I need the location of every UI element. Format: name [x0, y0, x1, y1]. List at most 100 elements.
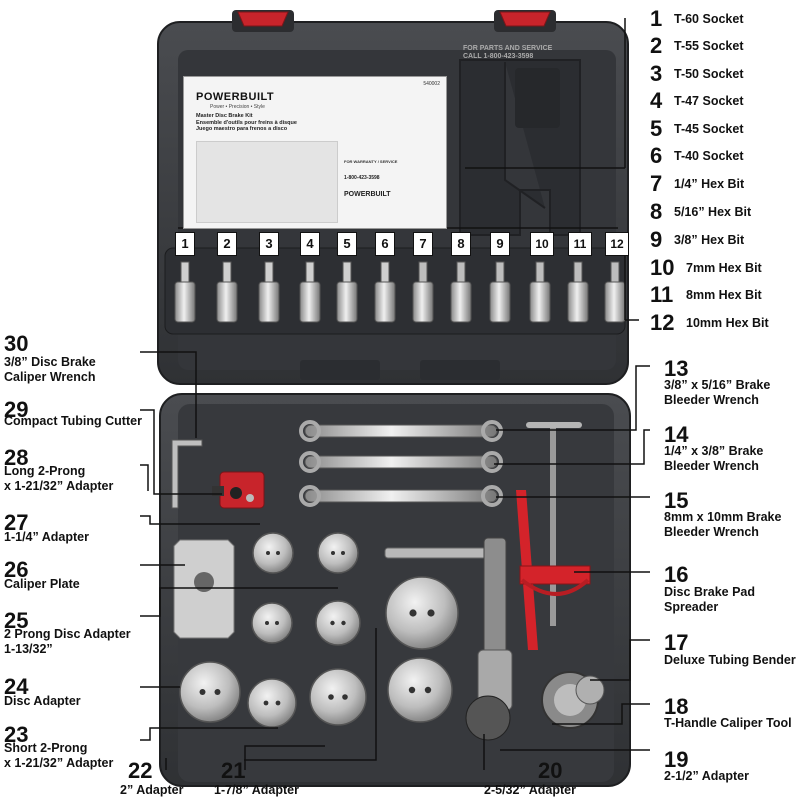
socket-bit [374, 261, 396, 323]
slot-number: 12 [605, 232, 629, 256]
callout-number: 16 [664, 562, 689, 587]
callout-label: 5/16” Hex Bit [674, 204, 752, 219]
callout-number: 25 [4, 608, 29, 633]
socket-bit [336, 261, 358, 323]
callout-row: 2 T-55 Socket [650, 35, 743, 59]
callout-number: 12 [650, 310, 675, 335]
callout-label: 2-1/2” Adapter [664, 769, 749, 783]
callout-row: 6 T-40 Socket [650, 145, 743, 169]
callout-row: 11 8mm Hex Bit [650, 284, 762, 308]
slot-number: 2 [217, 232, 237, 256]
caliper-wrench [171, 439, 203, 509]
callout-number: 11 [650, 282, 674, 307]
adapter-disc [252, 532, 294, 574]
callout-number: 19 [664, 747, 689, 772]
tubing-cutter [212, 471, 265, 509]
lid-latches[interactable] [237, 11, 551, 27]
callout-number: 2 [650, 33, 663, 58]
callout-number: 7 [650, 171, 663, 196]
socket-bit [529, 261, 551, 323]
slot-number: 10 [530, 232, 554, 256]
callout-number: 9 [650, 227, 663, 252]
tubing-bender [541, 671, 605, 729]
callout-label: T-60 Socket [674, 11, 744, 26]
cup-adapter [465, 695, 511, 741]
callout-label: 3/8” Hex Bit [674, 232, 745, 247]
callout-number: 28 [4, 445, 29, 470]
brand-small: POWERBUILT [344, 191, 391, 198]
callout-number: 26 [4, 557, 29, 582]
callout-row: 8 5/16” Hex Bit [650, 201, 751, 225]
callout-label: Deluxe Tubing Bender [664, 653, 796, 667]
socket-bit [412, 261, 434, 323]
adapter-disc [387, 657, 453, 723]
slot-number: 5 [337, 232, 357, 256]
callout-number: 8 [650, 199, 663, 224]
callout-number: 14 [664, 422, 689, 447]
warning-text [320, 99, 440, 143]
socket-bit [489, 261, 511, 323]
callout-row: 4 T-47 Socket [650, 90, 743, 114]
callout-number: 22 [128, 758, 153, 783]
callout-label: Caliper Plate [4, 577, 80, 591]
callout-label: 1/4” Hex Bit [674, 176, 745, 191]
callout-label: 2-5/32” Adapter [484, 783, 576, 797]
callout-number: 6 [650, 143, 663, 168]
slot-number: 11 [568, 232, 592, 256]
callout-label: T-47 Socket [674, 93, 744, 108]
callout-number: 30 [4, 331, 29, 356]
callout-label: Compact Tubing Cutter [4, 414, 142, 428]
socket-bit [299, 261, 321, 323]
part-number: 540002 [423, 81, 440, 87]
socket-bit [258, 261, 280, 323]
callout-number: 21 [221, 758, 246, 783]
callout-label: 2” Adapter [120, 783, 184, 797]
brand-tagline: Power • Precision • Style [210, 104, 265, 110]
callout-label: Disc Adapter [4, 694, 81, 708]
callout-number: 10 [650, 255, 675, 280]
adapter-disc [179, 661, 241, 723]
callout-number: 3 [650, 61, 663, 86]
t-handle-caliper-tool [384, 537, 513, 729]
brand-logo: POWERBUILT [196, 91, 275, 103]
socket-bit [567, 261, 589, 323]
slot-number: 3 [259, 232, 279, 256]
adapter-disc [317, 532, 359, 574]
slot-number: 4 [300, 232, 320, 256]
bleeder-wrenches [299, 420, 503, 507]
callout-number: 20 [538, 758, 563, 783]
callout-number: 23 [4, 722, 29, 747]
callout-number: 18 [664, 694, 689, 719]
callout-label: 8mm Hex Bit [686, 287, 762, 302]
warranty-heading: FOR WARRANTY / SERVICE [344, 159, 398, 164]
socket-bit [174, 261, 196, 323]
callout-label: T-55 Socket [674, 38, 744, 53]
callout-row: 9 3/8” Hex Bit [650, 229, 744, 253]
callout-number: 4 [650, 88, 663, 113]
service-info: FOR PARTS AND SERVICE CALL 1-800-423-359… [463, 45, 553, 60]
callout-number: 13 [664, 356, 689, 381]
callout-label: T-Handle Caliper Tool [664, 716, 792, 730]
slot-number: 8 [451, 232, 471, 256]
callout-label: T-45 Socket [674, 121, 744, 136]
product-label-card: 540002 POWERBUILT Power • Precision • St… [183, 76, 447, 229]
callout-label: 1-7/8” Adapter [214, 783, 299, 797]
socket-bit [450, 261, 472, 323]
callout-label: T-40 Socket [674, 148, 744, 163]
adapter-disc [251, 602, 293, 644]
pad-spreader [516, 422, 591, 650]
callout-number: 17 [664, 630, 689, 655]
slot-number: 1 [175, 232, 195, 256]
kit-photo [196, 141, 338, 223]
callout-number: 24 [4, 674, 29, 699]
